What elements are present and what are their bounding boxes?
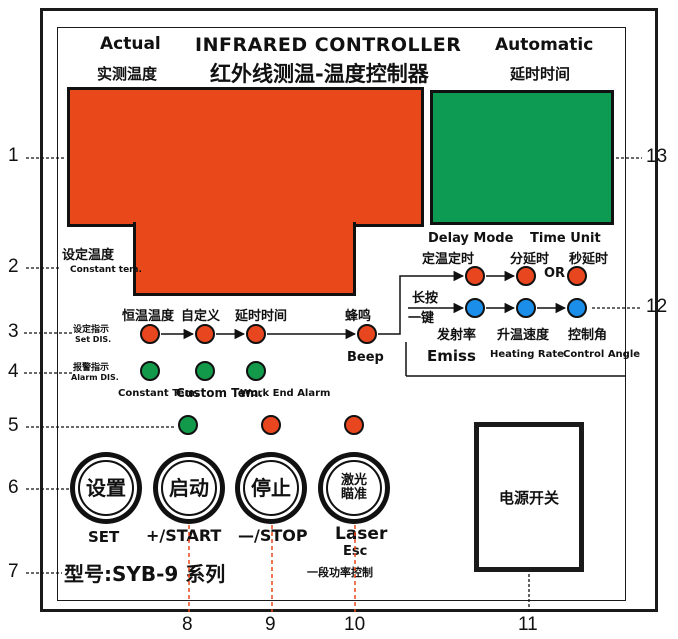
set-temp-label-en: Constant tem.: [70, 265, 142, 275]
controller-title: INFRARED CONTROLLER: [195, 34, 462, 56]
work-end-alarm-label: Work End Alarm: [240, 388, 331, 399]
delay-time-label-cn: 延时时间: [235, 309, 288, 324]
controller-title-cn: 红外线测温-温度控制器: [210, 62, 429, 86]
callout-4: 4: [8, 361, 19, 382]
delay-time-display: [430, 90, 614, 225]
display-joint: [136, 222, 353, 232]
emiss-label-cn: 发射率: [437, 328, 477, 343]
start-button-caption: +/START: [146, 526, 222, 545]
power-switch[interactable]: 电源开关: [474, 422, 584, 572]
control-angle-label-cn: 控制角: [568, 328, 608, 343]
constant-temp-label-en: Constant Tem.: [118, 388, 199, 399]
constant-temp-set-led: [140, 324, 160, 344]
laser-button[interactable]: 激光 瞄准: [318, 452, 390, 524]
constant-temp-alarm-led: [140, 361, 160, 381]
stop-button-label: 停止: [245, 462, 297, 514]
delay-mode-label: Delay Mode: [428, 231, 514, 246]
callout-11: 11: [518, 614, 538, 635]
start-button-label: 启动: [163, 462, 215, 514]
laser-status-led: [344, 415, 364, 435]
alarm-dis-label-en: Alarm DIS.: [71, 373, 119, 382]
work-end-alarm-led: [246, 361, 266, 381]
callout-9: 9: [265, 614, 276, 635]
actual-temp-display: [67, 87, 424, 227]
callout-1: 1: [8, 145, 19, 166]
fixed-time-led: [465, 266, 485, 286]
automatic-label-cn: 延时时间: [510, 65, 571, 83]
callout-3: 3: [8, 321, 19, 342]
long-press-label: 长按: [412, 291, 439, 306]
automatic-label-en: Automatic: [495, 35, 594, 55]
callout-10: 10: [344, 614, 366, 635]
model-label: 型号:SYB-9 系列: [64, 562, 226, 586]
set-temp-label-cn: 设定温度: [62, 248, 115, 263]
set-button-ring: [75, 457, 137, 519]
custom-alarm-led: [195, 361, 215, 381]
emiss-led: [465, 298, 485, 318]
custom-temp-label-en: Custom Tem.: [176, 386, 263, 400]
beep-label-cn: 蜂鸣: [345, 309, 372, 324]
set-button-caption: SET: [88, 528, 120, 546]
beep-led: [357, 324, 377, 344]
control-angle-led: [567, 298, 587, 318]
callout-13: 13: [646, 146, 668, 167]
callout-2: 2: [8, 256, 19, 277]
or-label: OR: [544, 266, 566, 281]
esc-caption: Esc: [343, 544, 368, 559]
second-delay-label: 秒延时: [569, 252, 609, 267]
actual-label-en: Actual: [100, 34, 161, 54]
emiss-label-en: Emiss: [427, 347, 476, 365]
callout-6: 6: [8, 477, 19, 498]
minute-delay-label: 分延时: [510, 252, 550, 267]
minute-delay-led: [516, 266, 536, 286]
laser-button-label-line1: 激光: [340, 473, 367, 489]
heating-rate-label-cn: 升温速度: [497, 328, 550, 343]
heating-rate-label-en: Heating Rate: [490, 349, 564, 360]
stop-button-ring: [240, 457, 302, 519]
stop-status-led: [261, 415, 281, 435]
custom-set-led: [195, 324, 215, 344]
callout-7: 7: [8, 561, 19, 582]
laser-button-label: 激光 瞄准: [328, 462, 380, 514]
callout-5: 5: [8, 415, 19, 436]
heating-rate-led: [516, 298, 536, 318]
set-dis-label-en: Set DIS.: [75, 335, 112, 344]
laser-button-caption: Laser: [335, 524, 388, 544]
stop-button[interactable]: 停止: [235, 452, 307, 524]
alarm-dis-label-cn: 报警指示: [73, 363, 110, 373]
constant-temp-label-cn: 恒温温度: [122, 309, 175, 324]
set-temp-display: [133, 222, 356, 296]
start-button-ring: [158, 457, 220, 519]
actual-label-cn: 实测温度: [97, 65, 158, 83]
start-button[interactable]: 启动: [153, 452, 225, 524]
set-button-label: 设置: [80, 462, 132, 514]
delay-set-led: [246, 324, 266, 344]
second-delay-led: [567, 266, 587, 286]
callout-8: 8: [182, 614, 193, 635]
panel-inner-frame: [57, 27, 626, 601]
panel-outer-frame: [40, 8, 658, 612]
stop-button-caption: —/STOP: [238, 526, 308, 545]
start-status-led: [178, 415, 198, 435]
control-angle-label-en: Control Angle: [563, 349, 641, 360]
set-dis-label-cn: 设定指示: [73, 325, 110, 335]
time-unit-label: Time Unit: [530, 231, 601, 246]
set-button[interactable]: 设置: [70, 452, 142, 524]
laser-button-ring: [323, 457, 385, 519]
custom-label-cn: 自定义: [181, 309, 221, 324]
power-control-caption: 一段功率控制: [307, 566, 373, 579]
fixed-time-label: 定温定时: [422, 252, 475, 267]
beep-label-en: Beep: [347, 350, 384, 365]
power-switch-label: 电源开关: [498, 488, 559, 507]
one-key-label: 一键: [408, 311, 435, 326]
callout-12: 12: [646, 296, 668, 317]
laser-button-label-line2: 瞄准: [340, 487, 367, 502]
